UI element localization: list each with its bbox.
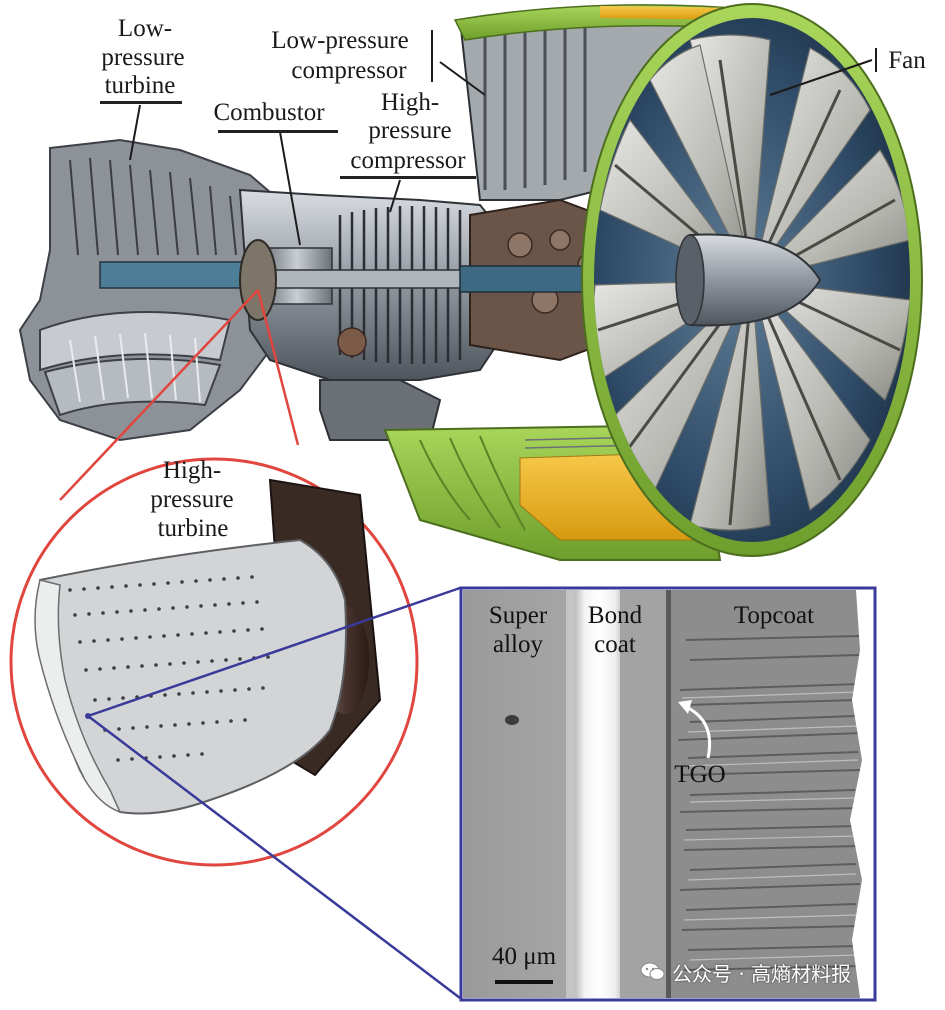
blade-leading-edge bbox=[34, 579, 122, 814]
tgo-arrowhead bbox=[678, 700, 692, 714]
label-scale-bar: 40 μm bbox=[491, 943, 557, 970]
label-hpt-line2: pressure bbox=[150, 486, 234, 513]
label-combustor: Combustor bbox=[213, 99, 325, 126]
topcoat-highlights bbox=[681, 691, 859, 961]
lpt-shaft-section bbox=[99, 261, 261, 289]
lpc-vanes bbox=[483, 20, 587, 190]
label-lpt-line3: turbine bbox=[104, 72, 176, 99]
tgo-arrow bbox=[683, 704, 712, 759]
cooling-holes bbox=[68, 575, 270, 762]
label-lpc-line1: Low-pressure bbox=[271, 27, 409, 54]
leader-lpc bbox=[439, 61, 486, 96]
micrograph-frame bbox=[459, 586, 877, 1002]
wechat-icon bbox=[640, 962, 665, 980]
engine-cutaway bbox=[18, 3, 923, 561]
label-hpc-line1: High- bbox=[380, 89, 440, 116]
leader-combustor bbox=[279, 131, 301, 246]
lpt-blades bbox=[69, 157, 237, 256]
label-lpc-line2: compressor bbox=[291, 57, 407, 84]
micro-origin-marker bbox=[85, 713, 91, 719]
leader-lpt bbox=[129, 104, 141, 161]
label-bondcoat-line1: Bond bbox=[587, 602, 643, 629]
spinner-cone bbox=[689, 233, 822, 327]
bondcoat-outer bbox=[620, 590, 668, 998]
tgo-layer bbox=[666, 590, 671, 998]
hpt-disk bbox=[239, 239, 277, 321]
underline-combustor bbox=[218, 130, 338, 133]
label-hpc-line2: pressure bbox=[368, 117, 452, 144]
leader-fan bbox=[769, 59, 873, 96]
gearbox-part bbox=[337, 327, 367, 357]
label-lpt-line1: Low- bbox=[117, 15, 173, 42]
label-hpc-line3: compressor bbox=[350, 147, 466, 174]
label-lpt-line2: pressure bbox=[101, 44, 185, 71]
micro-connector bbox=[87, 586, 461, 999]
nacelle-grooves bbox=[419, 435, 526, 531]
superalloy-region bbox=[463, 590, 575, 998]
watermark: 公众号 · 高熵材料报 bbox=[640, 958, 851, 986]
underline-lpt bbox=[100, 101, 182, 104]
leader-hpc bbox=[389, 179, 401, 213]
fan-blades bbox=[594, 34, 910, 531]
label-superalloy-line1: Super bbox=[488, 602, 548, 629]
label-hpt-line1: High- bbox=[162, 457, 222, 484]
scale-bar bbox=[495, 980, 553, 984]
topcoat-edge bbox=[850, 590, 863, 998]
leader-lines bbox=[129, 30, 877, 246]
bondcoat-region bbox=[575, 590, 625, 998]
micrograph bbox=[463, 590, 863, 998]
label-fan: Fan bbox=[888, 47, 926, 74]
label-tgo: TGO bbox=[674, 761, 726, 788]
lpt-exhaust-fins bbox=[39, 311, 232, 417]
label-superalloy-line2: alloy bbox=[493, 631, 543, 658]
turbine-blade bbox=[34, 478, 382, 815]
topcoat-columns bbox=[677, 635, 863, 971]
label-bondcoat-line2: coat bbox=[594, 631, 636, 658]
pore bbox=[505, 715, 519, 725]
label-hpt-line3: turbine bbox=[157, 515, 229, 542]
watermark-text: 公众号 · 高熵材料报 bbox=[672, 961, 852, 986]
spinner-hub bbox=[675, 234, 705, 326]
zoom-connector bbox=[59, 289, 300, 501]
underline-hpc bbox=[340, 176, 476, 179]
label-topcoat: Topcoat bbox=[733, 602, 815, 629]
